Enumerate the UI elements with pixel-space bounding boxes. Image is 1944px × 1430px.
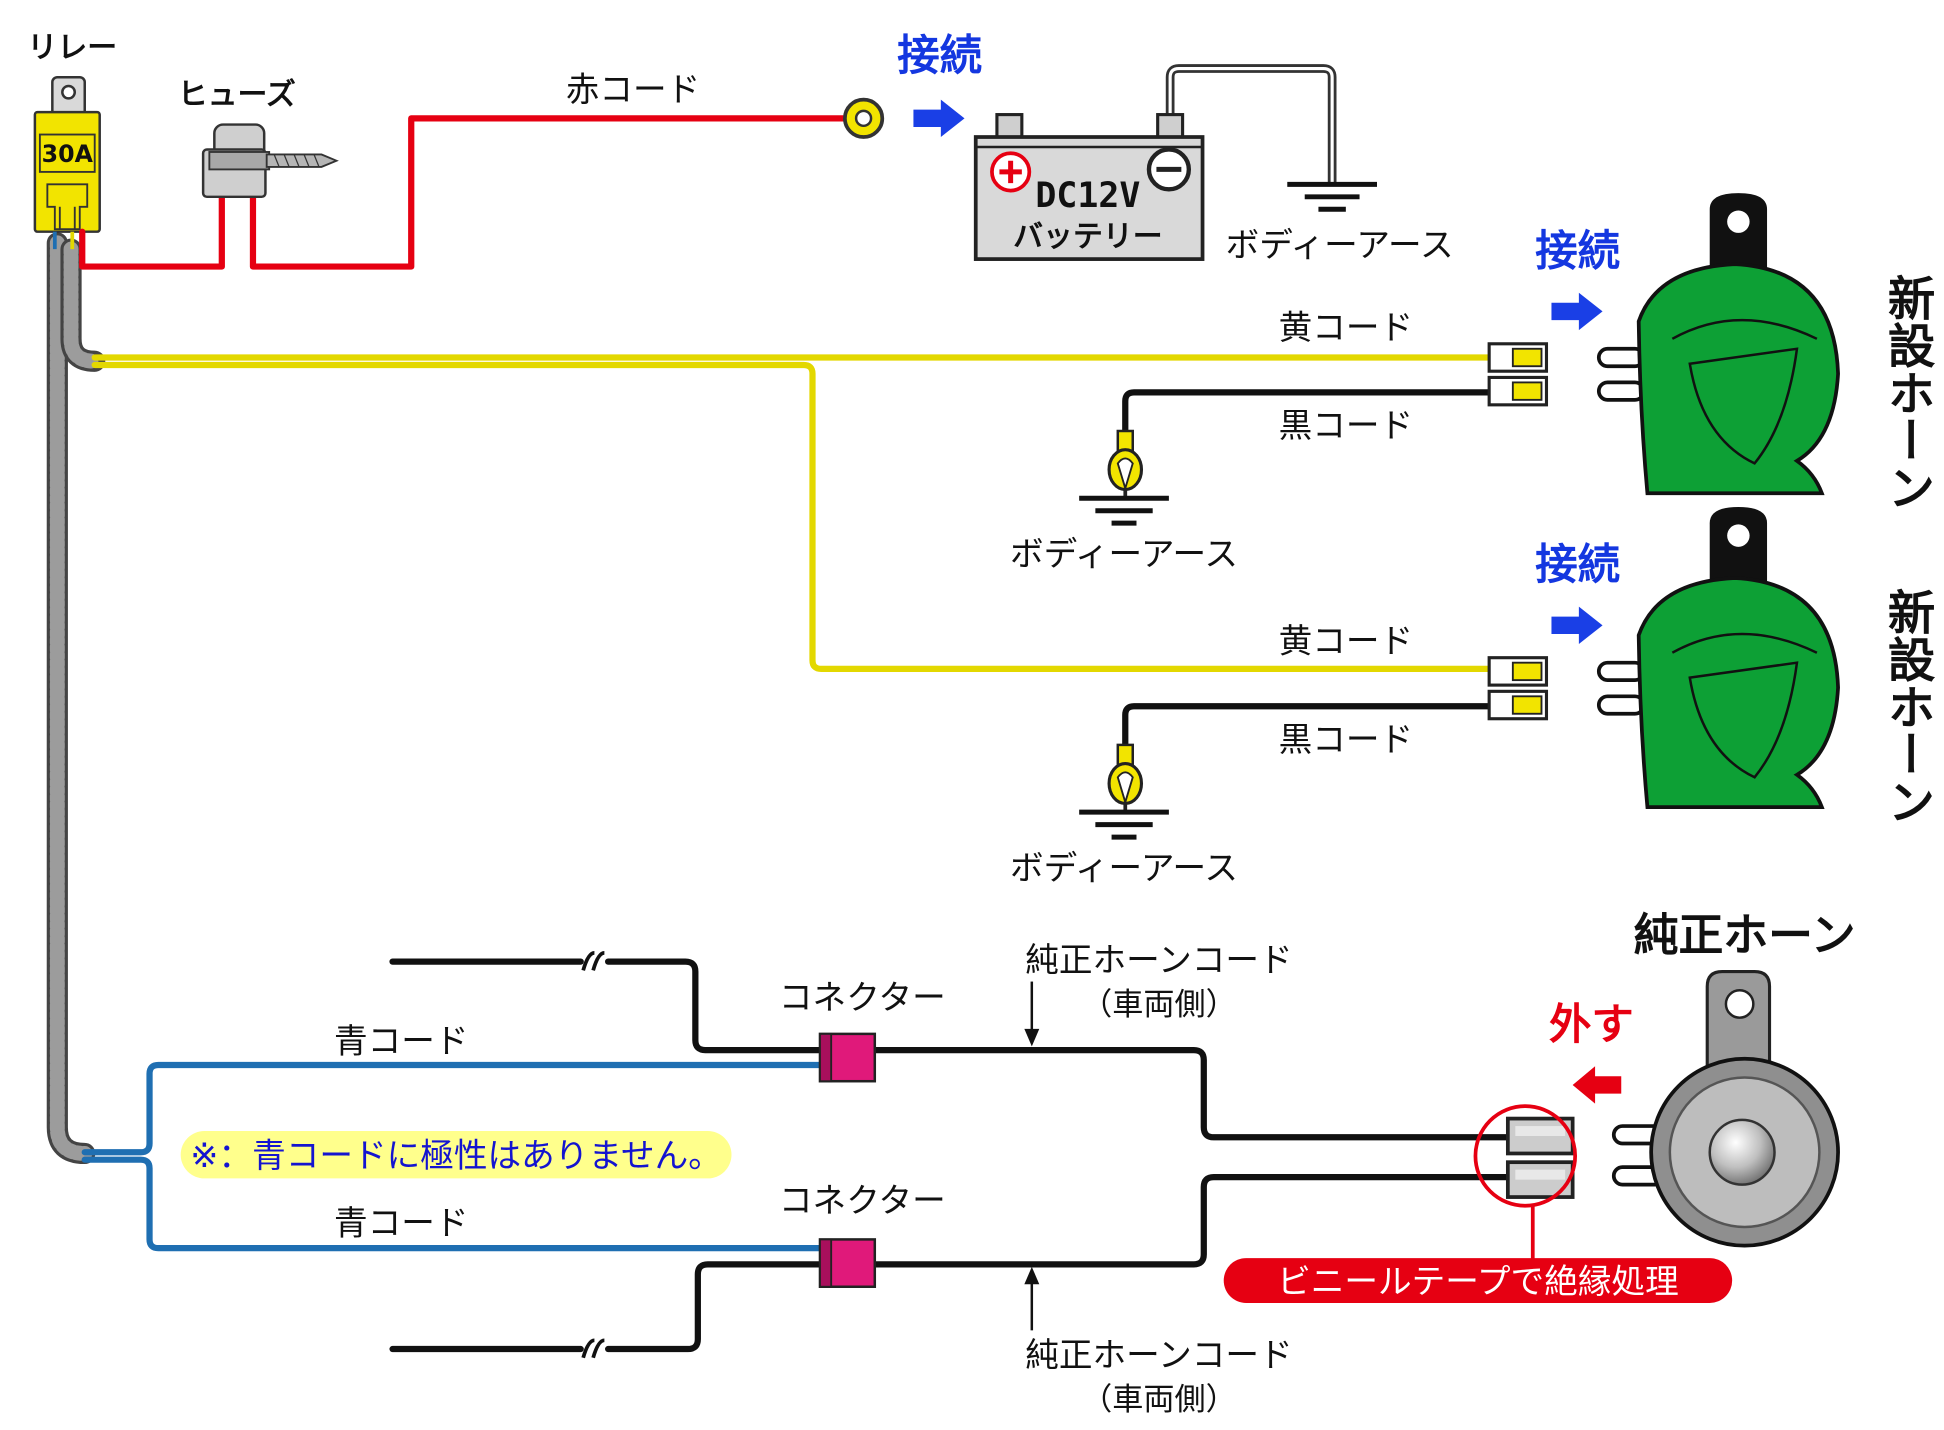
blue-cord-label: 青コード [334,1022,469,1061]
fuse-clamp [208,151,271,171]
polarity-note-text: ※：青コードに極性はありません。 [190,1136,722,1175]
black-cord-label: 黒コード [1279,720,1414,759]
polarity-note-background [180,1131,732,1179]
black-cord [1122,389,1495,442]
stock-cord-side: （車両側） [1081,1382,1237,1418]
blue-cord [81,1061,826,1156]
stock-horn-bracket-hole [1724,989,1755,1019]
fuse-label: ヒューズ [178,78,296,113]
relay-label: リレー [27,30,117,65]
cord-break-icon [581,1338,605,1359]
fuse: ヒューズ [178,78,339,199]
blue-cord-label: 青コード [334,1203,469,1242]
stock-horn-center [1708,1118,1776,1186]
battery-ground-wire [1168,66,1334,184]
battery-label: バッテリー [1013,220,1162,255]
battery-ground-label: ボディーアース [1226,226,1454,265]
minus-terminal-icon [1146,147,1192,192]
arrow-down-icon [1024,981,1040,1047]
horn-body [1636,262,1840,496]
horn-prong [1596,694,1646,716]
spade-connector [1487,656,1549,721]
black-cord-label: 黒コード [1279,406,1414,445]
horn-bracket-hole [1727,210,1750,233]
ground-icon [1079,809,1169,840]
new-horn-title: 新設ホーン [1879,588,1935,825]
stock-horn-cord [605,958,824,1054]
red-cord-label: 赤コード [566,70,701,109]
new-horn-connect-label: 接続 [1535,226,1620,275]
yellow-cord-label: 黄コード [1279,622,1414,661]
stock-cord-label: 純正ホーンコード [1025,941,1292,980]
remove-label: 外す [1549,1000,1634,1049]
stock-cord-side: （車両側） [1081,987,1237,1023]
relay-rating-box [38,133,96,173]
horn-body [1636,576,1840,810]
arrow-right-icon [913,99,965,138]
insulate-callout-background [1223,1258,1733,1303]
ring-terminal [843,97,885,139]
connector [818,1238,877,1288]
new-horn-title: 新設ホーン [1879,274,1935,511]
new-horn [1596,193,1840,496]
ground-terminal [1107,429,1144,499]
battery-voltage: DC12V [1035,176,1140,216]
new-horn-set: 接続 黄コード 黒コード ボディーアース [1010,506,1935,887]
connector-label: コネクター [779,1181,946,1220]
battery-connect-label: 接続 [897,31,982,80]
arrow-right-icon [1551,606,1603,644]
fuse-screw [265,153,339,168]
stock-horn-connector [1505,1116,1575,1199]
blue-cord [81,1156,826,1252]
ground-terminal [1107,743,1144,813]
red-cord [79,193,225,270]
arrow-right-icon [1551,292,1603,331]
stock-horn-title: 純正ホーン [1634,908,1856,961]
connector-label: コネクター [779,978,946,1017]
connector [818,1032,877,1083]
yellow-cord [91,361,1495,673]
ground-icon [1079,495,1169,526]
relay: リレー 30A [27,30,117,250]
spade-connector [1487,342,1549,407]
horn-spiral [1671,632,1818,654]
insulate-callout: ビニールテープで絶縁処理 [1223,1258,1733,1303]
horn-prong [1596,380,1646,402]
ground-label: ボディーアース [1010,848,1238,887]
relay-terminal [46,183,89,231]
fuse-screw-thread [273,154,320,168]
horn-spiral [1688,347,1799,465]
horn-spiral [1688,661,1799,779]
battery: DC12V バッテリー [973,64,1337,261]
stock-horn [1611,970,1840,1248]
ground-icon [1287,181,1377,212]
ground-label: ボディーアース [1010,535,1238,574]
horn-prong [1596,346,1646,369]
horn-prong [1596,660,1646,682]
stock-horn-cord [605,1261,824,1353]
harness-tube [46,232,106,1165]
relay-tab-hole [61,84,77,100]
new-horn-set: 接続 黄コード 黒コード ボディーアース [1010,193,1935,574]
plus-terminal-icon [990,151,1032,193]
horn-bracket-hole [1727,524,1750,547]
stock-horn-cord [871,1046,1511,1141]
horn-spiral [1671,318,1818,340]
stock-horn-cord [871,1174,1511,1268]
new-horn-connect-label: 接続 [1535,540,1620,589]
new-horn [1596,506,1840,810]
relay-rating: 30A [42,140,94,168]
arrow-up-icon [1024,1266,1040,1331]
red-cord [249,115,851,270]
yellow-cord-label: 黄コード [1279,308,1414,347]
insulate-highlight-circle [1473,1104,1578,1208]
stock-horn-bracket [1705,970,1772,1071]
arrow-left-icon [1572,1066,1622,1104]
insulate-callout-text: ビニールテープで絶縁処理 [1277,1262,1679,1301]
black-cord [1122,703,1495,756]
cord-break-icon [581,951,605,971]
polarity-note: ※：青コードに極性はありません。 [180,1131,732,1179]
stock-cord-label: 純正ホーンコード [1025,1335,1292,1374]
